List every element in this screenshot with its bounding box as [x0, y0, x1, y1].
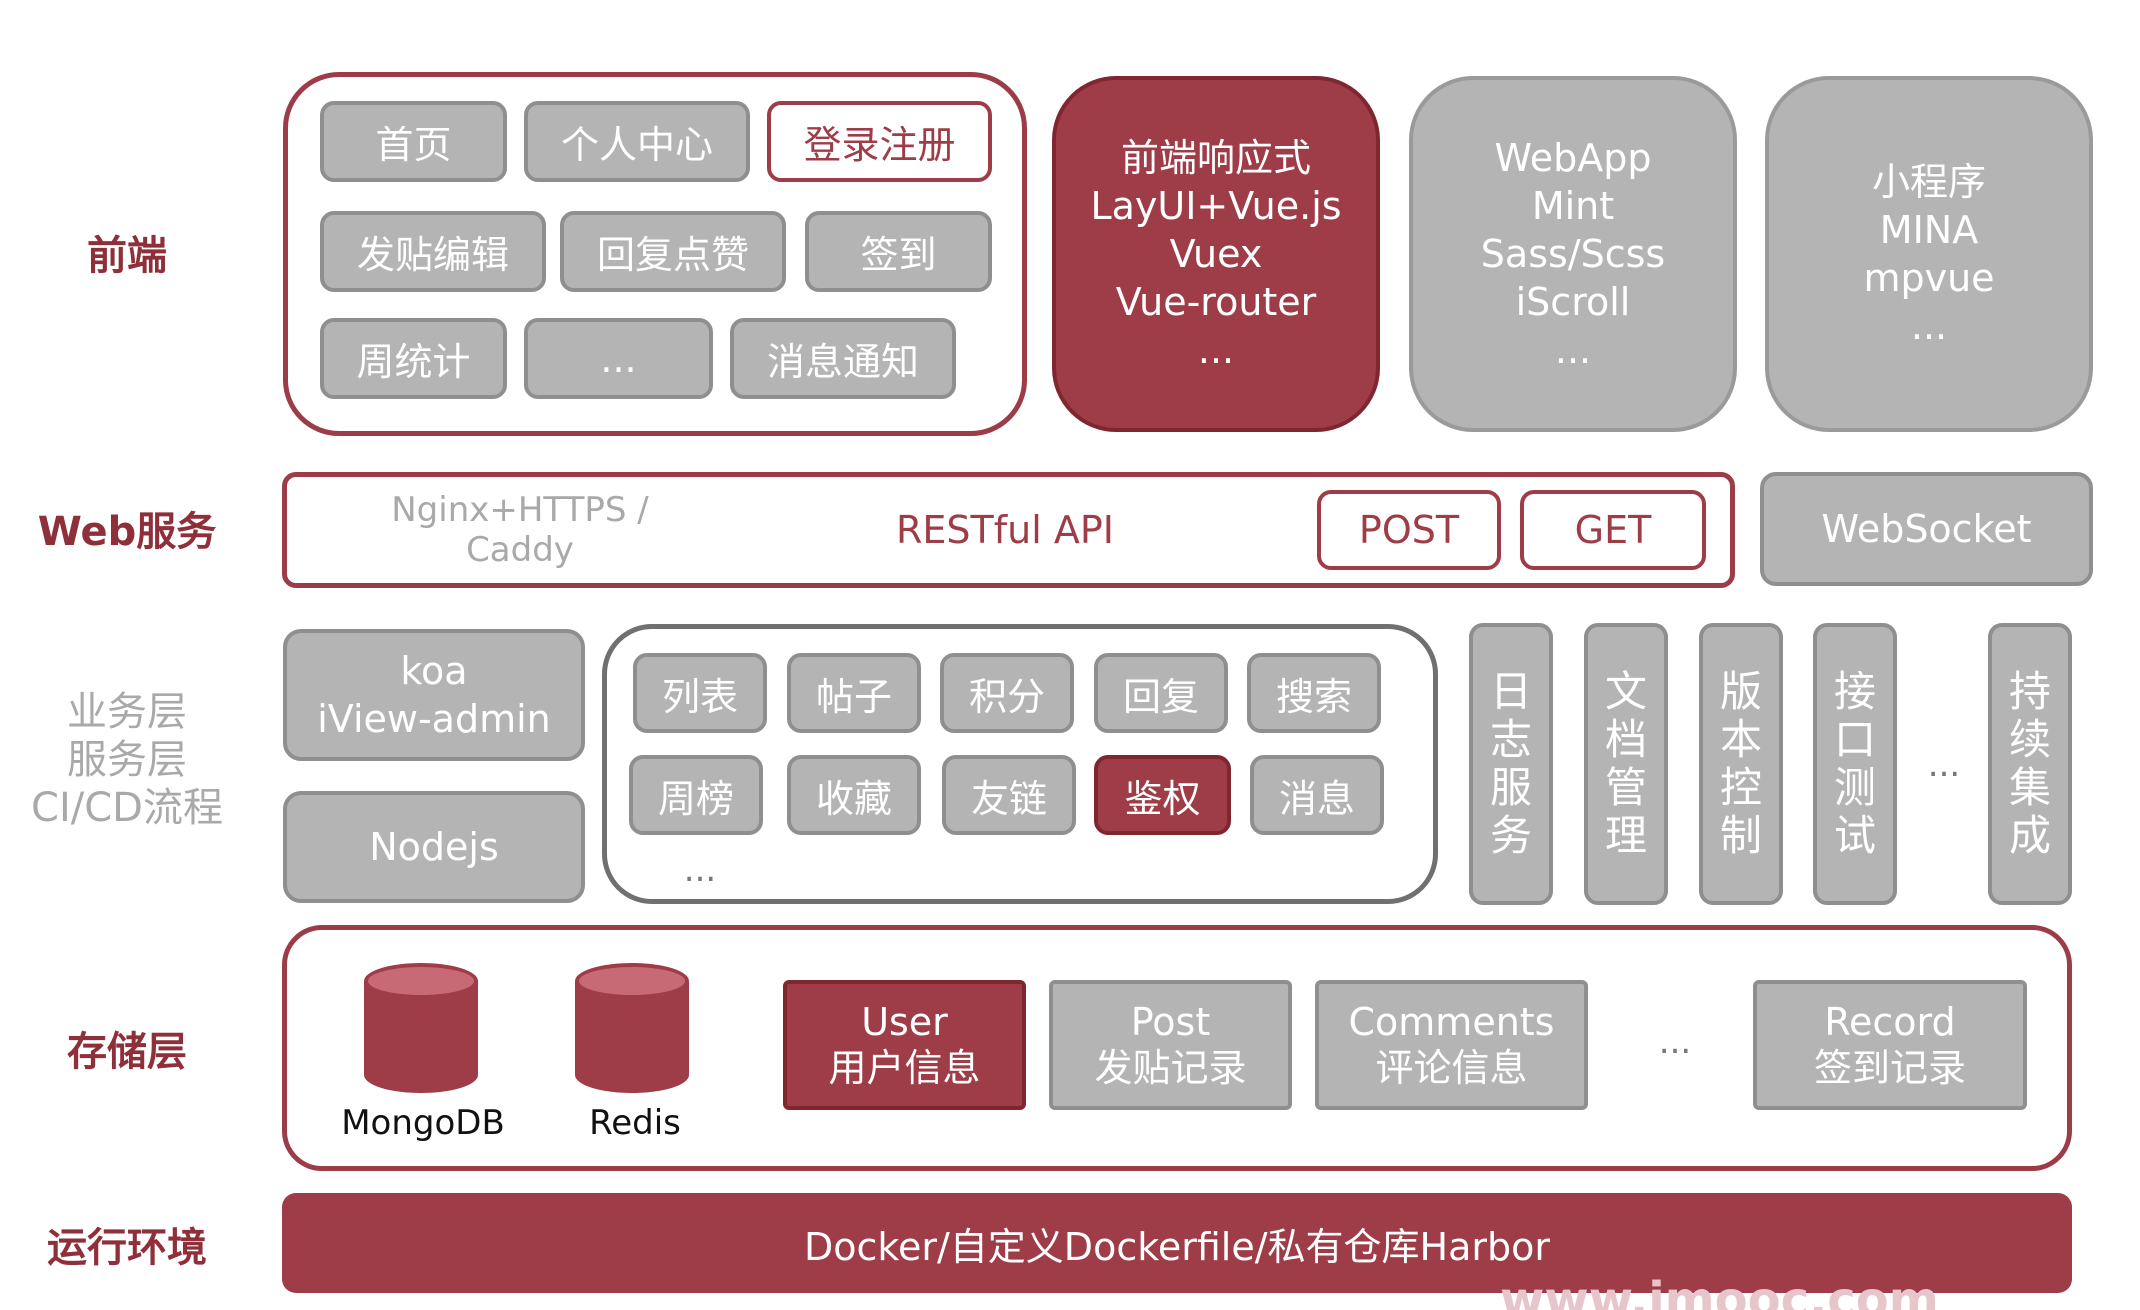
service-char: 持	[2008, 667, 2051, 716]
websocket: WebSocket	[1760, 472, 2093, 586]
responsive-line-4: Vue-router	[1115, 280, 1317, 324]
module-search: 搜索	[1247, 653, 1381, 733]
service-char: 试	[1833, 811, 1876, 860]
web-server: Nginx+HTTPS / Caddy	[391, 490, 649, 570]
collection-record: Record 签到记录	[1753, 980, 2027, 1110]
service-char: 控	[1719, 763, 1762, 812]
mini-line-1: 小程序	[1871, 160, 1986, 204]
row-label-business-3: CI/CD流程	[31, 785, 223, 831]
responsive-line-5: ...	[1197, 328, 1235, 372]
mini-line-2: MINA	[1879, 208, 1979, 252]
row-label-storage: 存储层	[67, 1029, 187, 1075]
module-friend-links: 友链	[942, 755, 1076, 835]
service-logging: 日志服务	[1469, 623, 1553, 905]
service-char: 制	[1719, 811, 1762, 860]
webapp-line-1: WebApp	[1494, 136, 1652, 180]
collection-record-desc: 签到记录	[1813, 1046, 1966, 1090]
page-reply-like: 回复点赞	[560, 211, 786, 292]
module-reply: 回复	[1094, 653, 1228, 733]
row-label-web: Web服务	[37, 509, 217, 555]
frontend-webapp-card: WebApp Mint Sass/Scss iScroll ...	[1409, 76, 1737, 432]
module-list: 列表	[633, 653, 767, 733]
service-char: 务	[1489, 811, 1532, 860]
responsive-line-2: LayUI+Vue.js	[1090, 184, 1342, 228]
service-char: 版	[1719, 667, 1762, 716]
restful-api-label: RESTful API	[896, 508, 1114, 552]
page-home: 首页	[320, 101, 507, 182]
runtime-bar: Docker/自定义Dockerfile/私有仓库Harbor	[282, 1193, 2072, 1293]
responsive-line-3: Vuex	[1169, 232, 1263, 276]
collection-post: Post 发贴记录	[1049, 980, 1292, 1110]
module-messages: 消息	[1250, 755, 1384, 835]
webapp-line-4: iScroll	[1515, 280, 1631, 324]
iview-line: iView-admin	[317, 697, 551, 741]
service-char: 档	[1604, 715, 1647, 764]
service-more: ...	[1927, 745, 1961, 785]
collection-more: ...	[1658, 1022, 1692, 1062]
mongodb-label: MongoDB	[341, 1103, 505, 1143]
service-char: 集	[2008, 763, 2051, 812]
module-more: ...	[683, 850, 717, 890]
service-docs: 文档管理	[1584, 623, 1668, 905]
row-label-business-2: 服务层	[67, 737, 187, 783]
mini-line-4: ...	[1910, 304, 1948, 348]
mini-line-3: mpvue	[1863, 256, 1995, 300]
nodejs-card: Nodejs	[283, 791, 585, 903]
webapp-line-2: Mint	[1531, 184, 1615, 228]
module-auth: 鉴权	[1094, 755, 1231, 835]
redis-icon	[575, 963, 689, 1093]
service-char: 理	[1604, 811, 1647, 860]
service-api-test: 接口测试	[1813, 623, 1897, 905]
module-post: 帖子	[787, 653, 921, 733]
module-points: 积分	[940, 653, 1074, 733]
collection-comments: Comments 评论信息	[1315, 980, 1588, 1110]
watermark: www.imooc.com	[1500, 1276, 1939, 1310]
page-login: 登录注册	[767, 101, 992, 182]
collection-post-desc: 发贴记录	[1094, 1046, 1247, 1090]
collection-record-name: Record	[1824, 1000, 1956, 1044]
service-char: 成	[2008, 811, 2051, 860]
module-weekly-rank: 周榜	[629, 755, 763, 835]
koa-line: koa	[400, 649, 468, 693]
page-signin: 签到	[805, 211, 992, 292]
service-ci: 持续集成	[1988, 623, 2072, 905]
page-post-edit: 发贴编辑	[320, 211, 546, 292]
service-char: 服	[1489, 763, 1532, 812]
koa-iview-card: koa iView-admin	[283, 629, 585, 761]
collection-user-name: User	[861, 1000, 948, 1044]
collection-comments-name: Comments	[1348, 1000, 1555, 1044]
page-profile: 个人中心	[524, 101, 750, 182]
service-char: 续	[2008, 715, 2051, 764]
row-label-business: 业务层 服务层 CI/CD流程	[12, 680, 242, 840]
collection-comments-desc: 评论信息	[1375, 1046, 1528, 1090]
row-label-runtime: 运行环境	[47, 1225, 207, 1271]
row-label-business-1: 业务层	[67, 689, 187, 735]
service-char: 日	[1489, 667, 1532, 716]
frontend-miniprogram-card: 小程序 MINA mpvue ...	[1765, 76, 2093, 432]
mongodb-icon	[364, 963, 478, 1093]
collection-user-desc: 用户信息	[828, 1046, 981, 1090]
row-label-frontend: 前端	[87, 233, 167, 279]
service-char: 接	[1833, 667, 1876, 716]
service-char: 文	[1604, 667, 1647, 716]
service-char: 测	[1833, 763, 1876, 812]
method-get: GET	[1520, 490, 1706, 570]
webapp-line-5: ...	[1554, 328, 1592, 372]
service-char: 本	[1719, 715, 1762, 764]
collection-post-name: Post	[1130, 1000, 1211, 1044]
module-favorites: 收藏	[787, 755, 921, 835]
method-post: POST	[1317, 490, 1501, 570]
service-char: 志	[1489, 715, 1532, 764]
page-notifications: 消息通知	[730, 318, 956, 399]
service-version-control: 版本控制	[1699, 623, 1783, 905]
page-weekly-stats: 周统计	[320, 318, 507, 399]
responsive-line-1: 前端响应式	[1120, 136, 1311, 180]
service-char: 口	[1833, 715, 1876, 764]
collection-user: User 用户信息	[783, 980, 1026, 1110]
redis-label: Redis	[589, 1103, 681, 1143]
webapp-line-3: Sass/Scss	[1480, 232, 1666, 276]
service-char: 管	[1604, 763, 1647, 812]
frontend-responsive-card: 前端响应式 LayUI+Vue.js Vuex Vue-router ...	[1052, 76, 1380, 432]
page-more: ...	[524, 318, 713, 399]
